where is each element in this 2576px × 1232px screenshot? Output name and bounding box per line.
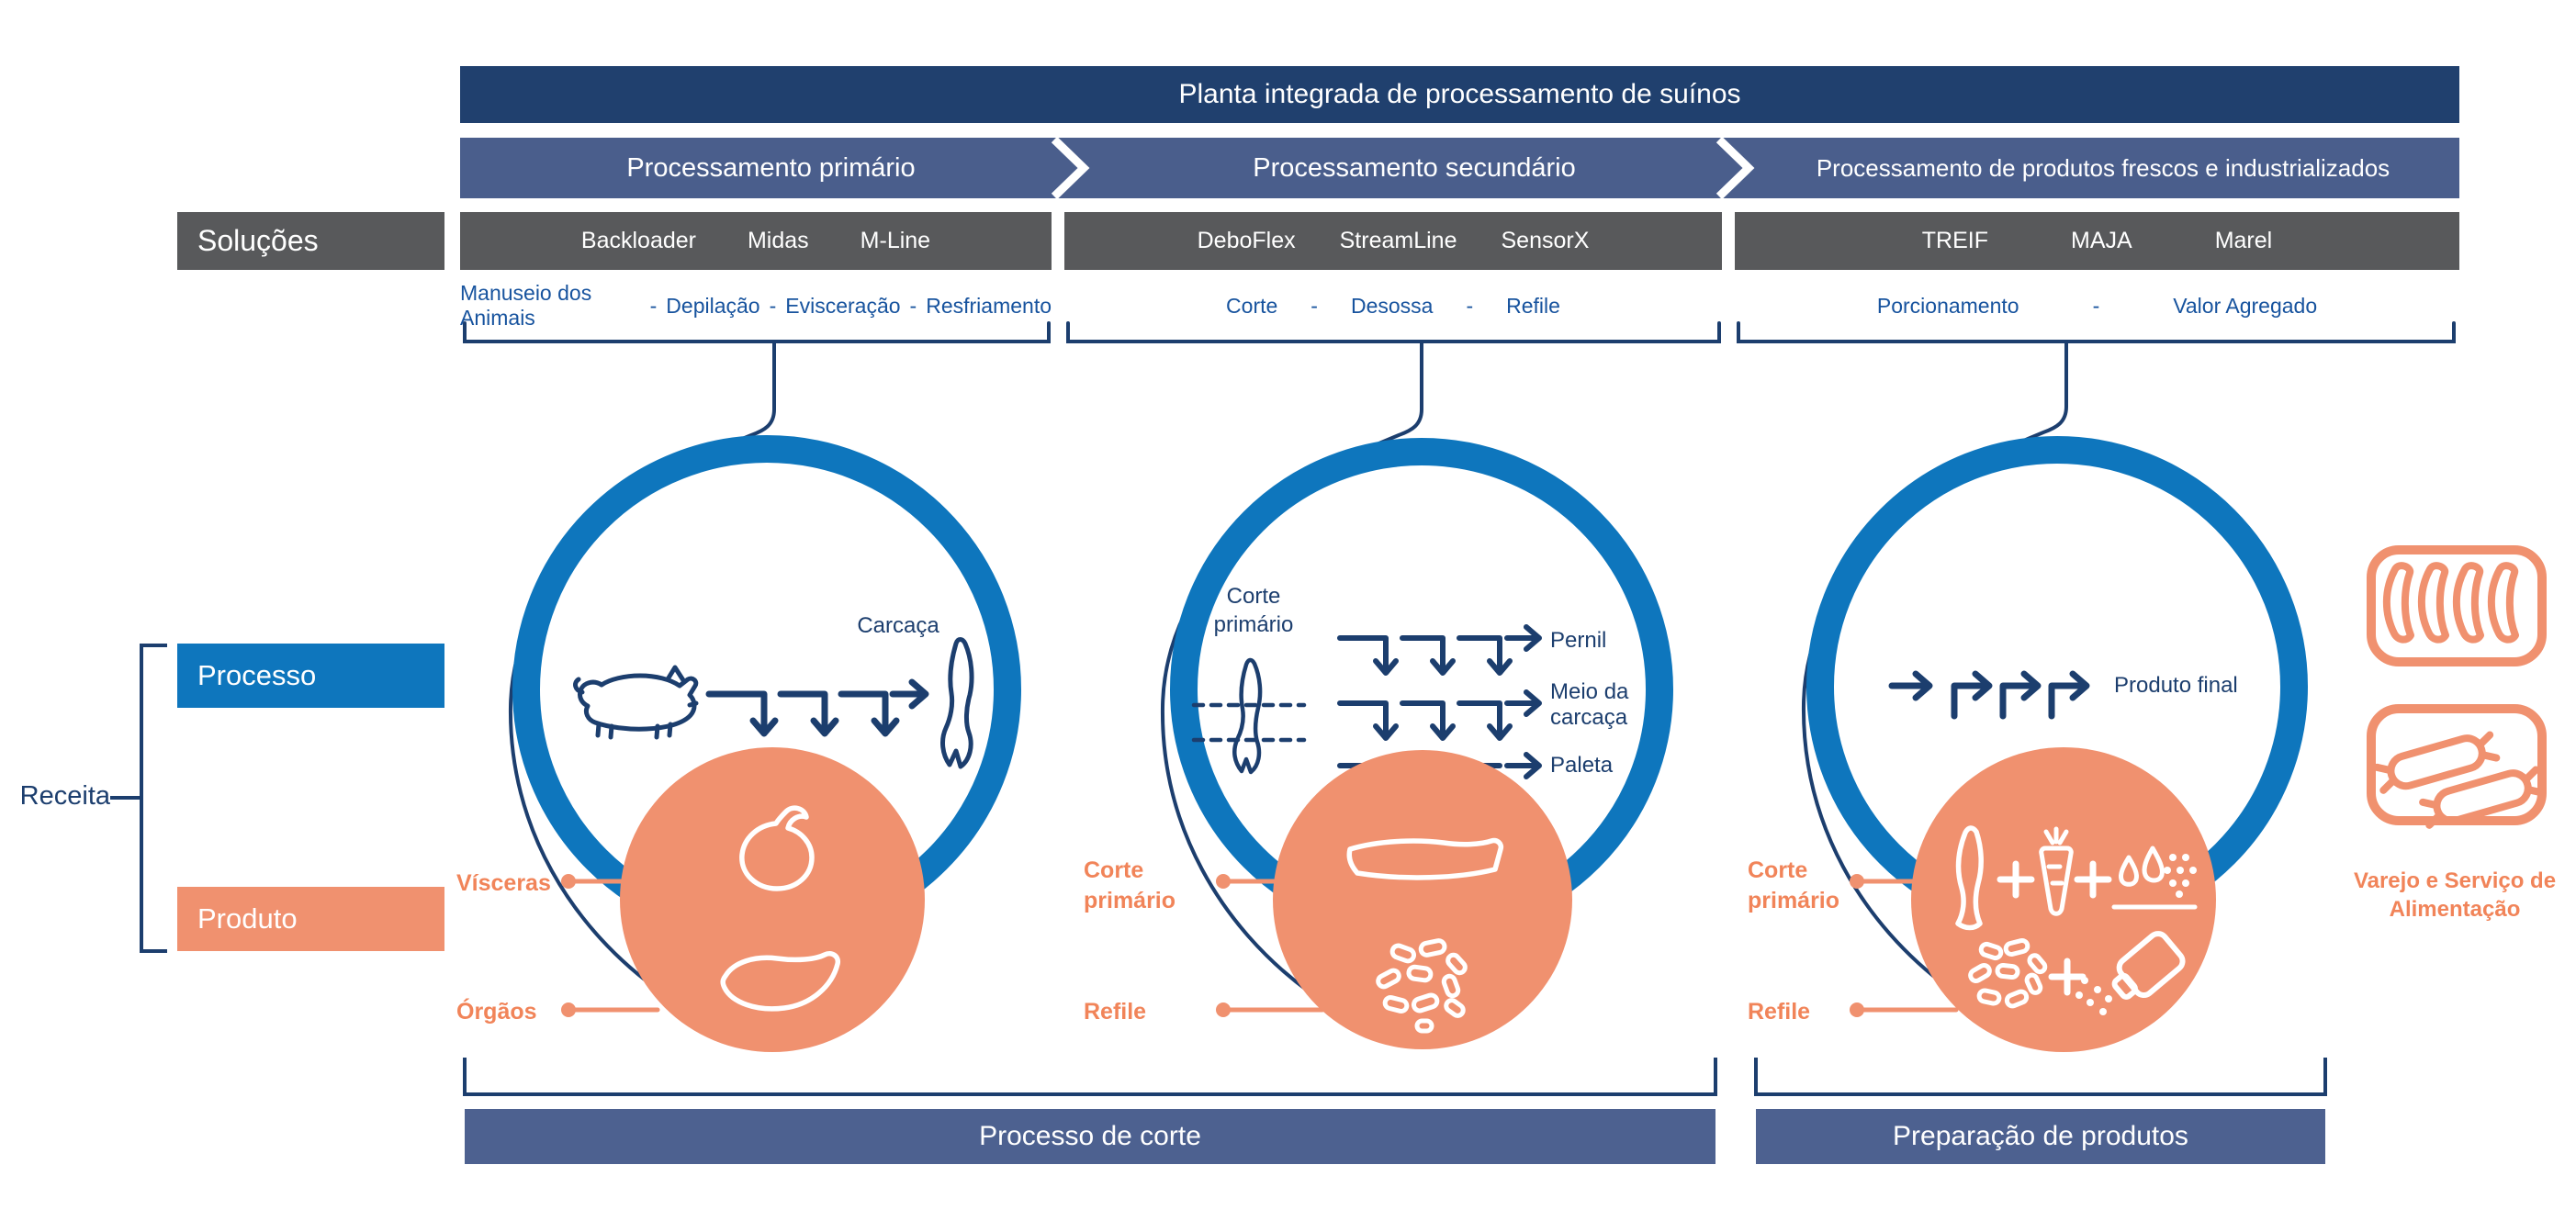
process-steps-primary: Manuseio dos Animais- Depilação- Eviscer… bbox=[460, 281, 1052, 330]
retail-foodservice-label: Varejo e Serviço de Alimentação bbox=[2353, 868, 2557, 923]
solutions-label: Soluções bbox=[197, 224, 319, 257]
stage-label-primary: Processamento primário bbox=[626, 152, 916, 183]
solution-item: M-Line bbox=[860, 228, 931, 253]
product-label-orgaos: Órgãos bbox=[456, 999, 537, 1025]
output-paleta: Paleta bbox=[1550, 753, 1614, 778]
legend-processo-label: Processo bbox=[197, 659, 317, 691]
output-meio-da-carcaca: Meio da carcaça bbox=[1550, 679, 1629, 730]
solution-item: Marel bbox=[2214, 228, 2273, 253]
marinade-droplets-icon bbox=[2111, 846, 2198, 910]
solution-item: Midas bbox=[747, 228, 809, 253]
solution-item: SensorX bbox=[1501, 228, 1590, 253]
product-label-visceras: Vísceras bbox=[456, 870, 551, 896]
sliced-meat-tray-icon bbox=[2367, 545, 2547, 666]
product-label-corte-primario-3: Corte primário bbox=[1748, 857, 1840, 913]
solution-item: Backloader bbox=[580, 228, 696, 253]
footer-banner-cutting: Processo de corte bbox=[465, 1109, 1715, 1164]
chevron-separator-icons bbox=[1051, 136, 1755, 200]
carcass-icon bbox=[940, 637, 974, 769]
process-steps-tertiary: Porcionamento- Valor Agregado bbox=[1876, 293, 2318, 318]
slaughter-line-arrows-icon bbox=[705, 678, 929, 737]
legend-processo-box: Processo bbox=[177, 644, 444, 708]
stage-chevron-bar bbox=[460, 138, 2459, 198]
product-label-refile-2: Refile bbox=[1084, 999, 1147, 1025]
half-carcass-cut-icon bbox=[1191, 657, 1307, 775]
sausages-tray-icon bbox=[2367, 704, 2547, 829]
viscera-stomach-icon bbox=[739, 805, 815, 891]
receita-bracket bbox=[110, 644, 167, 953]
main-title: Planta integrada de processamento de suí… bbox=[1178, 79, 1741, 109]
solutions-bar-secondary: DeboFlex StreamLine SensorX bbox=[1064, 212, 1722, 270]
primary-product-circle bbox=[620, 747, 925, 1052]
solution-item: DeboFlex bbox=[1197, 228, 1296, 253]
main-title-banner: Planta integrada de processamento de suí… bbox=[460, 66, 2459, 123]
spice-shaker-icon bbox=[2075, 931, 2186, 1015]
organ-liver-icon bbox=[720, 951, 841, 1012]
solution-item: TREIF bbox=[1921, 228, 1988, 253]
footer-banner-preparation: Preparação de produtos bbox=[1756, 1109, 2325, 1164]
footer-banner-preparation-label: Preparação de produtos bbox=[1893, 1121, 2188, 1151]
solution-item: MAJA bbox=[2071, 228, 2132, 253]
process-steps-secondary: Corte- Desossa- Refile bbox=[1226, 293, 1560, 318]
footer-banner-cutting-label: Processo de corte bbox=[979, 1121, 1201, 1151]
solutions-bar-tertiary: TREIF MAJA Marel bbox=[1735, 212, 2459, 270]
stage-label-secondary: Processamento secundário bbox=[1253, 152, 1576, 183]
primary-cut-annotation: Corte primário bbox=[1213, 584, 1294, 638]
output-pernil: Pernil bbox=[1550, 628, 1607, 653]
solutions-bar-primary: Backloader Midas M-Line bbox=[460, 212, 1052, 270]
primal-cut-icon bbox=[1346, 837, 1504, 880]
secondary-product-circle bbox=[1273, 750, 1572, 1049]
product-label-corte-primario-2: Corte primário bbox=[1084, 857, 1176, 913]
solutions-label-box: Soluções bbox=[177, 212, 444, 270]
trimmings-icon bbox=[1376, 938, 1468, 1034]
final-product-arrows-icon bbox=[1888, 670, 2090, 720]
stage-label-tertiary: Processamento de produtos frescos e indu… bbox=[1816, 153, 2390, 182]
meat-strip-icon bbox=[1955, 825, 1984, 931]
plus-icons bbox=[1997, 860, 2112, 996]
receita-label: Receita bbox=[19, 781, 110, 811]
final-product-annotation: Produto final bbox=[2114, 673, 2238, 698]
trimmings-icon-2 bbox=[1968, 938, 2048, 1009]
legend-produto-label: Produto bbox=[197, 902, 298, 935]
carrot-icon bbox=[2039, 826, 2074, 916]
product-label-refile-3: Refile bbox=[1748, 999, 1811, 1025]
legend-produto-box: Produto bbox=[177, 887, 444, 951]
carcass-annotation: Carcaça bbox=[857, 613, 939, 638]
solution-item: StreamLine bbox=[1339, 228, 1457, 253]
pig-icon bbox=[573, 665, 699, 740]
footer-brackets bbox=[463, 1058, 2327, 1096]
